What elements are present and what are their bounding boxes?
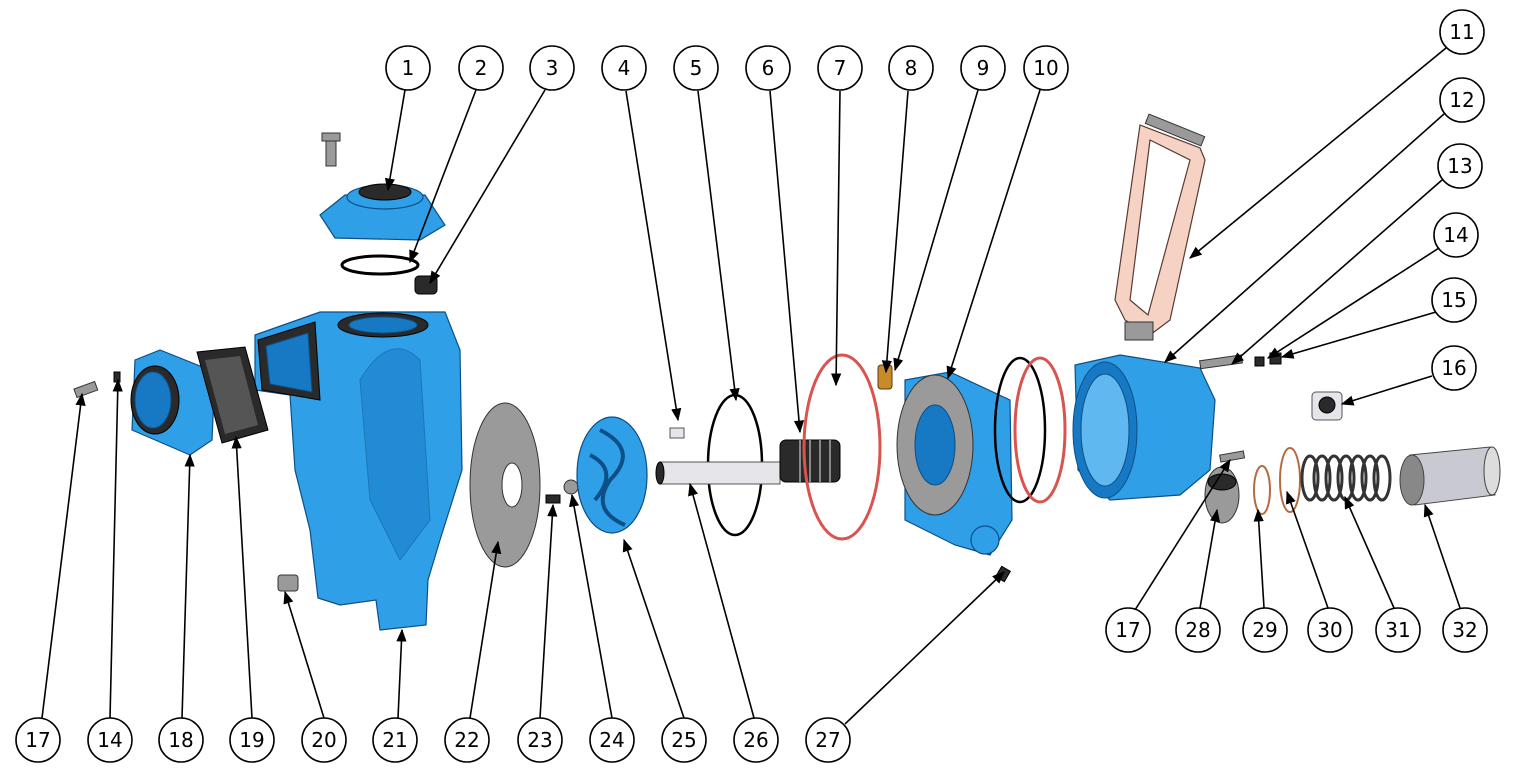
svg-text:27: 27 xyxy=(815,728,840,752)
balloon-6: 6 xyxy=(745,45,791,91)
part-wear-plate xyxy=(469,402,541,568)
balloon-23: 23 xyxy=(517,717,563,763)
svg-text:16: 16 xyxy=(1441,356,1466,380)
balloon-14-left: 14 xyxy=(87,717,133,763)
svg-text:1: 1 xyxy=(402,56,415,80)
balloon-26: 26 xyxy=(733,717,779,763)
part-fitting-8 xyxy=(877,364,893,390)
part-bushing-28 xyxy=(1204,466,1240,524)
balloon-22: 22 xyxy=(444,717,490,763)
svg-text:10: 10 xyxy=(1033,56,1058,80)
svg-text:26: 26 xyxy=(743,728,768,752)
part-stud-13 xyxy=(1199,354,1243,370)
part-gasket-7 xyxy=(802,353,882,541)
part-o-ring-2 xyxy=(340,254,420,276)
balloon-16: 16 xyxy=(1431,345,1477,391)
balloon-10: 10 xyxy=(1023,45,1069,91)
balloon-24: 24 xyxy=(589,717,635,763)
balloon-31: 31 xyxy=(1375,607,1421,653)
balloon-3: 3 xyxy=(529,45,575,91)
svg-text:20: 20 xyxy=(311,728,336,752)
balloon-1: 1 xyxy=(385,45,431,91)
svg-text:14: 14 xyxy=(97,728,122,752)
svg-text:32: 32 xyxy=(1452,618,1477,642)
balloon-11: 11 xyxy=(1439,9,1485,55)
balloon-5: 5 xyxy=(673,45,719,91)
svg-text:6: 6 xyxy=(762,56,775,80)
svg-text:9: 9 xyxy=(977,56,990,80)
balloon-28: 28 xyxy=(1175,607,1221,653)
balloon-17-right: 17 xyxy=(1105,607,1151,653)
svg-text:12: 12 xyxy=(1449,88,1474,112)
balloon-17-left: 17 xyxy=(15,717,61,763)
balloon-30: 30 xyxy=(1307,607,1353,653)
svg-text:29: 29 xyxy=(1252,618,1277,642)
part-drain-plug-20 xyxy=(277,574,299,592)
svg-text:31: 31 xyxy=(1385,618,1410,642)
balloon-4: 4 xyxy=(601,45,647,91)
part-pump-body xyxy=(254,311,463,631)
balloon-9: 9 xyxy=(960,45,1006,91)
svg-text:18: 18 xyxy=(168,728,193,752)
balloon-7: 7 xyxy=(817,45,863,91)
part-suction-flange xyxy=(73,349,216,456)
part-washer-14 xyxy=(1254,356,1265,367)
part-sleeve-32 xyxy=(1399,446,1501,506)
svg-text:2: 2 xyxy=(475,56,488,80)
part-housing xyxy=(1072,354,1216,501)
svg-text:24: 24 xyxy=(599,728,624,752)
part-impeller xyxy=(576,416,648,534)
balloon-14: 14 xyxy=(1433,212,1479,258)
part-nut-15 xyxy=(1269,352,1282,365)
part-washer-24 xyxy=(563,479,579,495)
svg-text:14: 14 xyxy=(1443,223,1468,247)
svg-text:13: 13 xyxy=(1447,154,1472,178)
part-bolt-17 xyxy=(1219,450,1246,463)
part-shaft xyxy=(655,461,781,485)
svg-text:22: 22 xyxy=(454,728,479,752)
part-screw-23 xyxy=(545,494,561,504)
part-handle xyxy=(1114,113,1206,341)
svg-text:30: 30 xyxy=(1317,618,1342,642)
part-spring-31 xyxy=(1300,454,1392,502)
balloon-18: 18 xyxy=(158,717,204,763)
balloon-27: 27 xyxy=(805,717,851,763)
svg-text:25: 25 xyxy=(671,728,696,752)
balloon-15: 15 xyxy=(1431,277,1477,323)
balloon-12: 12 xyxy=(1439,77,1485,123)
balloon-13: 13 xyxy=(1437,143,1483,189)
svg-text:4: 4 xyxy=(618,56,631,80)
svg-text:7: 7 xyxy=(834,56,847,80)
svg-text:19: 19 xyxy=(239,728,264,752)
svg-text:3: 3 xyxy=(546,56,559,80)
part-plug-3 xyxy=(414,275,438,295)
svg-text:17: 17 xyxy=(1115,618,1140,642)
part-key-4 xyxy=(669,427,685,439)
part-ring-29 xyxy=(1253,465,1271,515)
balloon-19: 19 xyxy=(229,717,275,763)
balloon-25: 25 xyxy=(661,717,707,763)
svg-text:21: 21 xyxy=(382,728,407,752)
svg-text:17: 17 xyxy=(25,728,50,752)
balloon-21: 21 xyxy=(372,717,418,763)
svg-text:23: 23 xyxy=(527,728,552,752)
balloon-32: 32 xyxy=(1442,607,1488,653)
balloon-20: 20 xyxy=(301,717,347,763)
balloon-8: 8 xyxy=(888,45,934,91)
leader-lines xyxy=(41,47,1461,725)
part-top-flange xyxy=(319,132,446,241)
svg-text:5: 5 xyxy=(690,56,703,80)
part-mechanical-seal xyxy=(779,439,841,483)
svg-text:15: 15 xyxy=(1441,288,1466,312)
balloon-29: 29 xyxy=(1242,607,1288,653)
part-ring-30 xyxy=(1279,447,1301,513)
svg-text:8: 8 xyxy=(905,56,918,80)
part-o-ring xyxy=(993,356,1047,504)
part-gasket xyxy=(1013,356,1067,504)
svg-text:11: 11 xyxy=(1449,20,1474,44)
svg-text:28: 28 xyxy=(1185,618,1210,642)
part-bearing-bracket xyxy=(896,371,1013,583)
part-clamp-16 xyxy=(1311,391,1343,421)
balloon-2: 2 xyxy=(458,45,504,91)
